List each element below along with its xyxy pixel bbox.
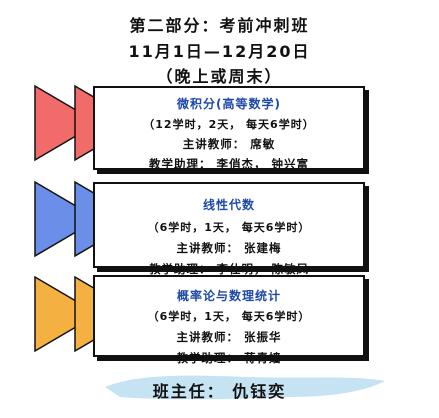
course-title: 线性代数 [202,198,255,212]
time-note: （晚上或周末） [156,67,283,86]
course-teacher: 主讲教师： 张振华 [176,330,282,344]
course-info-box: 线性代数 （6学时，1天， 每天6学时） 主讲教师： 张建梅 教学助理： 李仕明… [93,182,365,276]
course-schedule: （6学时，1天， 每天6学时） [147,310,311,323]
course-assistant: 教学助理： 李仕明， 陈敏凤 [148,262,309,276]
section-title: 第二部分：考前冲刺班 [129,16,310,35]
course-teacher: 主讲教师： 张建梅 [176,241,282,255]
date-range: 11月1日—12月20日 [128,42,311,61]
course-info-box: 微积分(高等数学) （12学时，2天， 每天6学时） 主讲教师： 席敏 教学助理… [93,86,365,171]
course-assistant: 教学助理： 李俏杰， 钟兴富 [148,157,309,171]
course-schedule: （12学时，2天， 每天6学时） [143,118,315,131]
brush-stroke-decoration [105,375,385,400]
course-title: 微积分(高等数学) [177,97,281,111]
course-card-probability: 概率论与数理统计 （6学时，1天， 每天6学时） 主讲教师： 张振华 教学助理：… [0,275,439,365]
course-info-box: 概率论与数理统计 （6学时，1天， 每天6学时） 主讲教师： 张振华 教学助理：… [93,275,365,365]
course-card-linear-algebra: 线性代数 （6学时，1天， 每天6学时） 主讲教师： 张建梅 教学助理： 李仕明… [0,180,439,276]
course-title: 概率论与数理统计 [176,289,281,303]
course-teacher: 主讲教师： 席敏 [182,137,276,151]
class-teacher: 班主任： 仇钰奕 [152,382,287,401]
course-assistant: 教学助理： 蒋青嫱 [176,351,282,365]
course-card-calculus: 微积分(高等数学) （12学时，2天， 每天6学时） 主讲教师： 席敏 教学助理… [0,84,439,174]
course-schedule: （6学时，1天， 每天6学时） [147,221,311,234]
